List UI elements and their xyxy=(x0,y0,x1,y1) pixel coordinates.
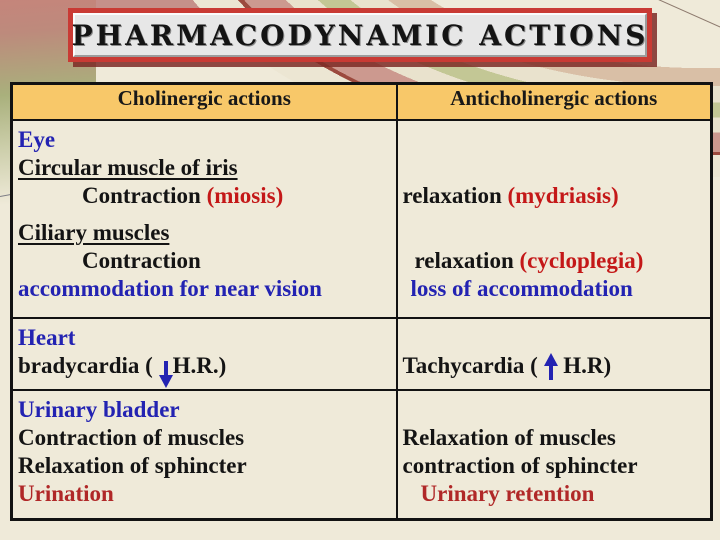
table-cell-line: Contraction (miosis) xyxy=(18,182,390,210)
table-cell-line: Eye xyxy=(18,126,390,154)
text-segment: (miosis) xyxy=(206,182,284,208)
text-segment: Urinary bladder xyxy=(18,396,180,422)
column-header-cholinergic: Cholinergic actions xyxy=(10,82,398,121)
table-cell-line: accommodation for near vision xyxy=(18,275,390,303)
table-cell-line: Urinary retention xyxy=(403,480,705,508)
table-cell-line: Urinary bladder xyxy=(18,396,390,424)
text-segment: contraction of sphincter xyxy=(402,452,638,478)
table-cell-line xyxy=(403,219,705,247)
table-cell-line xyxy=(403,396,705,424)
title-box: PHARMACODYNAMIC ACTIONS xyxy=(68,8,652,62)
table-cell-line: Urination xyxy=(18,480,390,508)
text-segment: Contraction of muscles xyxy=(18,424,245,450)
text-segment: relaxation xyxy=(402,182,508,208)
text-segment: (cycloplegia) xyxy=(519,247,644,273)
text-segment: Contraction xyxy=(82,247,201,273)
table-cell-line: Ciliary muscles xyxy=(18,219,390,247)
heart-right-cell: Tachycardia ( H.R) xyxy=(395,316,713,391)
text-segment: relaxation xyxy=(414,247,520,273)
text-segment: accommodation for near vision xyxy=(18,275,322,301)
text-segment: Circular muscle of iris xyxy=(18,154,238,180)
table-cell-line: Tachycardia ( H.R) xyxy=(403,352,705,381)
table-cell-line: bradycardia ( H.R.) xyxy=(18,352,390,388)
table-cell-line: relaxation (mydriasis) xyxy=(403,182,705,210)
page-title: PHARMACODYNAMIC ACTIONS xyxy=(71,18,649,52)
text-segment: Heart xyxy=(18,324,76,350)
text-segment: loss of accommodation xyxy=(410,275,633,301)
column-header-anticholinergic: Anticholinergic actions xyxy=(395,82,713,121)
table-cell-line: contraction of sphincter xyxy=(403,452,705,480)
text-segment: Contraction xyxy=(82,182,207,208)
text-segment: (mydriasis) xyxy=(507,182,619,208)
title-box-inner: PHARMACODYNAMIC ACTIONS xyxy=(71,13,649,57)
table-cell-line: loss of accommodation xyxy=(403,275,705,303)
table-cell-line xyxy=(403,126,705,154)
text-segment: Ciliary muscles xyxy=(18,219,170,245)
text-segment: Eye xyxy=(18,126,56,152)
table-cell-line: Contraction of muscles xyxy=(18,424,390,452)
table-cell-line: Heart xyxy=(18,324,390,352)
table-cell-line: Circular muscle of iris xyxy=(18,154,390,182)
text-segment: Urination xyxy=(18,480,114,506)
table-cell-line: Contraction xyxy=(18,247,390,275)
text-segment: Relaxation of muscles xyxy=(402,424,616,450)
text-segment: Relaxation of sphincter xyxy=(18,452,247,478)
text-segment: H.R) xyxy=(557,352,612,378)
table-cell-line: relaxation (cycloplegia) xyxy=(403,247,705,275)
text-segment: bradycardia ( xyxy=(18,352,159,378)
eye-right-cell: relaxation (mydriasis) relaxation (cyclo… xyxy=(395,118,713,319)
up-arrow-icon xyxy=(543,352,558,381)
down-arrow-icon xyxy=(158,354,173,388)
table-cell-line xyxy=(403,154,705,182)
text-segment: Urinary retention xyxy=(420,480,595,506)
table-header-row: Cholinergic actions Anticholinergic acti… xyxy=(10,82,713,121)
table-cell-line: Relaxation of sphincter xyxy=(18,452,390,480)
table-cell-line: Relaxation of muscles xyxy=(403,424,705,452)
text-segment: H.R.) xyxy=(172,352,227,378)
actions-table: Cholinergic actions Anticholinergic acti… xyxy=(10,82,713,521)
table-cell-line xyxy=(403,324,705,352)
text-segment: Tachycardia ( xyxy=(402,352,544,378)
